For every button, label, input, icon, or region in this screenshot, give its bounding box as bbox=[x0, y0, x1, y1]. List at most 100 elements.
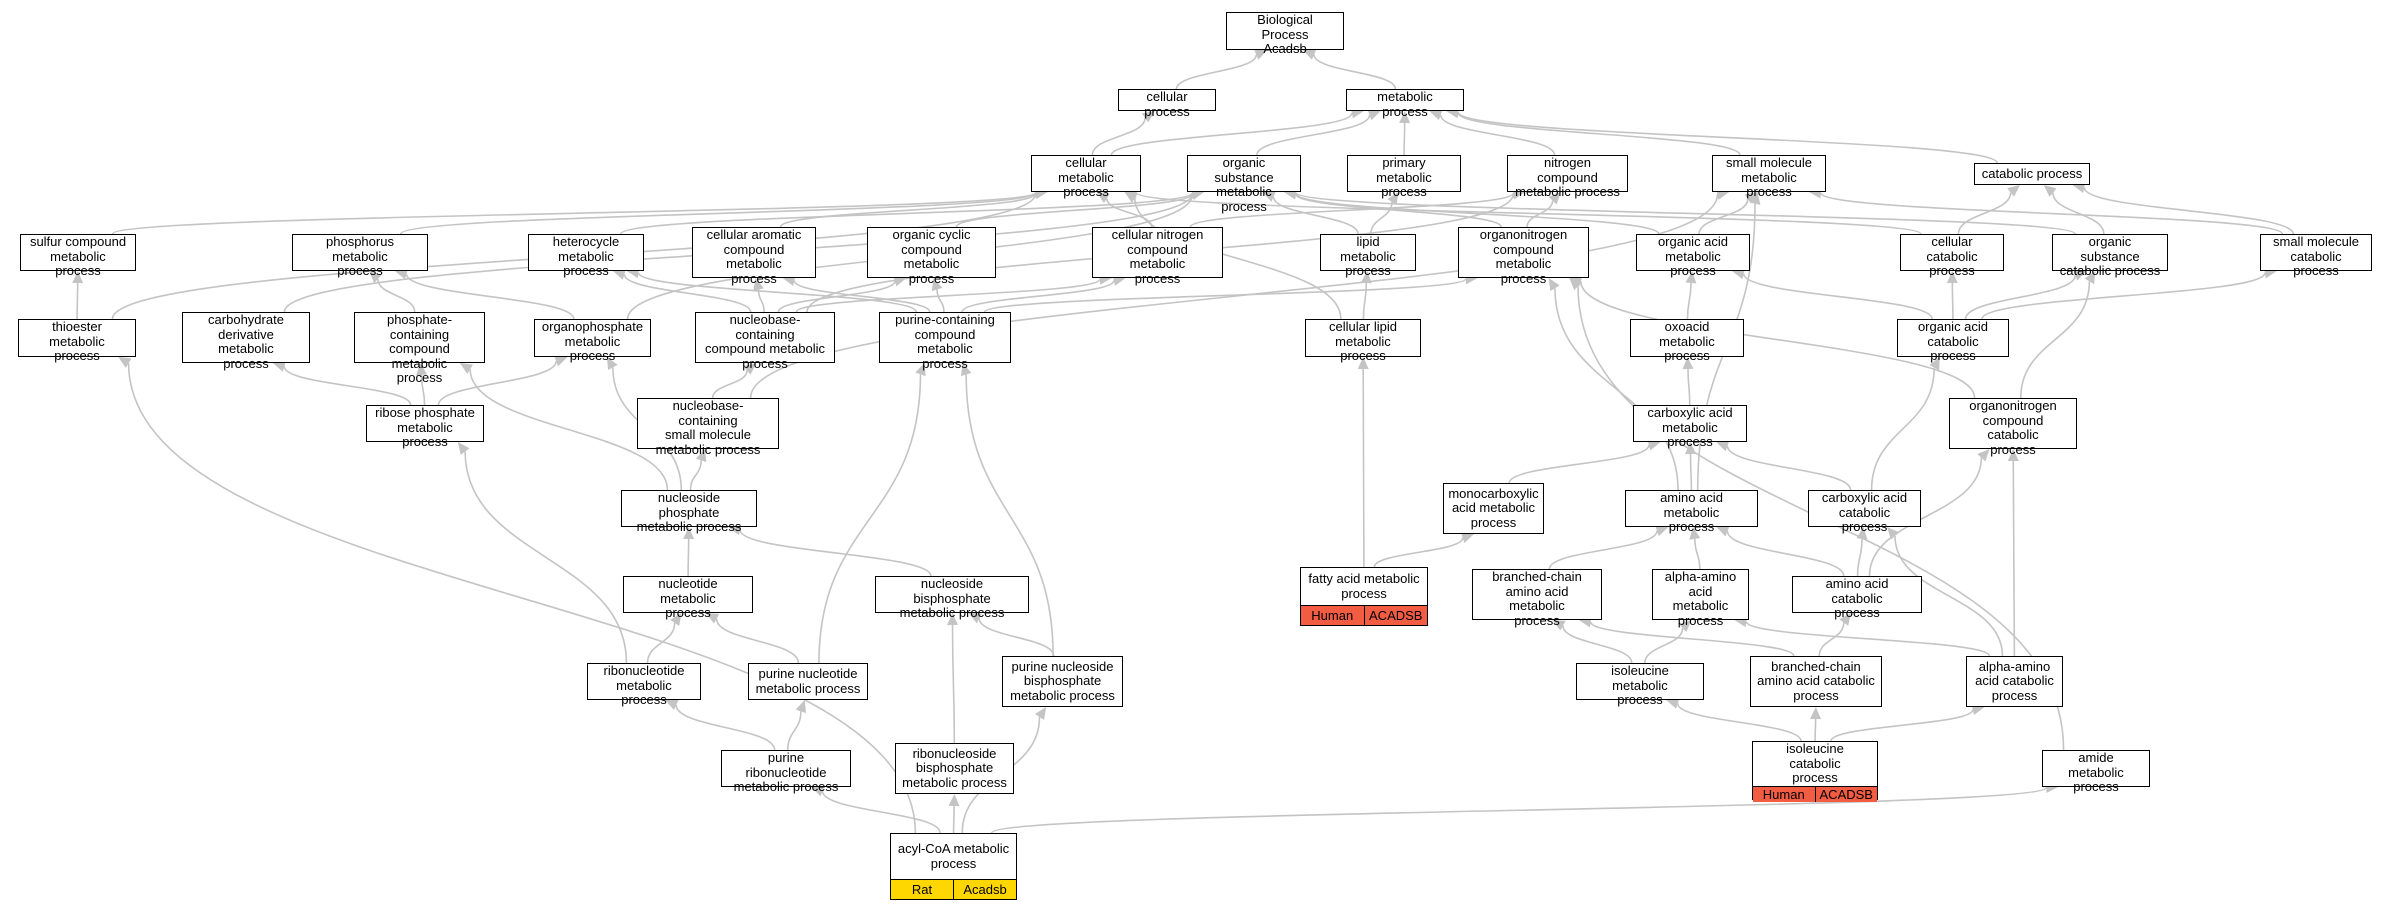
edge-lipid_metabolic-to-primary_metabolic bbox=[1370, 201, 1393, 235]
edge-phosphorus_metabolic-to-cellular_metabolic bbox=[400, 192, 1037, 235]
go-term-node-amino-acid-catabolic[interactable]: amino acid catabolic process bbox=[1792, 576, 1922, 620]
go-term-node-organic-substance-catabolic[interactable]: organic substance catabolic process bbox=[2052, 234, 2168, 278]
arrowhead bbox=[1096, 192, 1110, 204]
go-term-node-cellular-process[interactable]: cellular process bbox=[1118, 89, 1216, 118]
go-term-node-metabolic-process[interactable]: metabolic process bbox=[1346, 89, 1464, 118]
annotation-gene: ACADSB bbox=[1814, 786, 1877, 802]
go-term-node-organophosphate[interactable]: organophosphate metabolic process bbox=[534, 319, 651, 363]
go-term-node-alpha-amino-metabolic[interactable]: alpha-amino acid metabolic process bbox=[1652, 569, 1749, 627]
go-term-node-nucleoside-phosphate[interactable]: nucleoside phosphate metabolic process bbox=[621, 490, 757, 534]
arrowhead bbox=[1929, 357, 1940, 371]
edge-isoleucine_catabolic-to-isoleucine_metabolic bbox=[1676, 703, 1802, 742]
edge-nitrogen_compound_metabolic-to-metabolic_process bbox=[1439, 114, 1556, 156]
go-term-label: catabolic process bbox=[1981, 165, 2083, 181]
go-term-node-carboxylic-acid-catabolic[interactable]: carboxylic acid catabolic process bbox=[1808, 490, 1921, 534]
annotation-species: Human bbox=[1301, 606, 1364, 625]
arrowhead bbox=[1141, 111, 1155, 123]
arrowhead bbox=[1548, 192, 1561, 205]
go-term-node-phosphorus-metabolic[interactable]: phosphorus metabolic process bbox=[292, 234, 428, 278]
go-term-label: phosphate-containing compound metabolic … bbox=[386, 312, 453, 385]
go-term-label: organic acid catabolic process bbox=[1917, 319, 1989, 363]
go-term-node-root[interactable]: Biological Process Acadsb bbox=[1226, 12, 1344, 56]
go-term-node-organic-acid-catabolic[interactable]: organic acid catabolic process bbox=[1897, 319, 2009, 363]
go-term-node-small-molecule-catabolic[interactable]: small molecule catabolic process bbox=[2260, 234, 2372, 278]
go-term-label: amino acid metabolic process bbox=[1660, 490, 1723, 534]
arrowhead bbox=[743, 363, 757, 375]
go-term-node-nucleotide-metabolic[interactable]: nucleotide metabolic process bbox=[623, 576, 753, 620]
arrowhead bbox=[1548, 278, 1560, 292]
go-term-node-phosphate-containing[interactable]: phosphate-containing compound metabolic … bbox=[354, 312, 485, 385]
edge-catabolic_process-to-metabolic_process bbox=[1457, 111, 1998, 164]
edge-nucleoside_bisphosphate-to-nucleoside_phosphate bbox=[739, 529, 932, 577]
go-term-label: small molecule catabolic process bbox=[2273, 234, 2359, 278]
go-term-node-branched-chain-metabolic[interactable]: branched-chain amino acid metabolic proc… bbox=[1472, 569, 1602, 627]
arrowhead bbox=[606, 357, 618, 371]
edge-cellular_lipid-to-lipid_metabolic bbox=[1362, 282, 1368, 320]
go-term-node-purine-containing[interactable]: purine-containing compound metabolic pro… bbox=[879, 312, 1011, 370]
arrowhead bbox=[1685, 271, 1697, 284]
edge-amino_acid_catabolic-to-amino_acid_metabolic bbox=[1726, 531, 1845, 577]
go-term-node-alpha-amino-catabolic[interactable]: alpha-amino acid catabolic process bbox=[1966, 656, 2063, 707]
go-term-node-amide-metabolic[interactable]: amide metabolic process bbox=[2042, 750, 2150, 794]
go-term-node-cellular-nitrogen[interactable]: cellular nitrogen compound metabolic pro… bbox=[1092, 227, 1223, 285]
go-term-node-catabolic-process[interactable]: catabolic process bbox=[1974, 163, 2090, 185]
edge-alpha_amino_catabolic-to-carboxylic_acid_catabolic bbox=[1894, 535, 2004, 657]
go-term-label: nucleoside bisphosphate metabolic proces… bbox=[899, 576, 1005, 620]
arrowhead bbox=[1569, 278, 1582, 291]
go-term-node-heterocycle-metabolic[interactable]: heterocycle metabolic process bbox=[528, 234, 644, 278]
go-term-node-monocarboxylic-acid[interactable]: monocarboxylic acid metabolic process bbox=[1443, 483, 1544, 534]
edge-ribose_phosphate-to-organophosphate bbox=[437, 360, 557, 406]
go-term-node-carboxylic-acid-metabolic[interactable]: carboxylic acid metabolic process bbox=[1633, 405, 1747, 449]
go-term-node-cellular-metabolic[interactable]: cellular metabolic process bbox=[1031, 155, 1141, 199]
go-term-node-primary-metabolic[interactable]: primary metabolic process bbox=[1347, 155, 1461, 199]
go-term-node-sulfur-compound[interactable]: sulfur compound metabolic process bbox=[20, 234, 136, 278]
go-term-node-ribonucleoside-bisphosphate[interactable]: ribonucleoside bisphosphate metabolic pr… bbox=[895, 743, 1014, 794]
edge-nucleoside_phosphate-to-phosphate_containing bbox=[469, 369, 669, 491]
arrowhead bbox=[695, 449, 707, 463]
go-term-node-organonitrogen-catabolic[interactable]: organonitrogen compound catabolic proces… bbox=[1949, 398, 2077, 456]
arrowhead bbox=[1666, 698, 1680, 709]
go-term-label: sulfur compound metabolic process bbox=[29, 234, 127, 278]
go-term-node-cellular-lipid[interactable]: cellular lipid metabolic process bbox=[1305, 319, 1421, 363]
go-term-node-small-molecule-metabolic[interactable]: small molecule metabolic process bbox=[1712, 155, 1826, 199]
go-term-node-cellular-catabolic[interactable]: cellular catabolic process bbox=[1900, 234, 2004, 278]
go-term-node-thioester-metabolic[interactable]: thioester metabolic process bbox=[18, 319, 136, 363]
edge-organic_cyclic-to-organic_substance_metabolic bbox=[955, 192, 1194, 228]
arrowhead bbox=[2073, 270, 2087, 281]
go-term-node-organic-acid-metabolic[interactable]: organic acid metabolic process bbox=[1636, 234, 1750, 278]
go-term-node-cellular-aromatic[interactable]: cellular aromatic compound metabolic pro… bbox=[692, 227, 816, 285]
go-term-label: primary metabolic process bbox=[1376, 155, 1432, 199]
go-term-node-purine-ribonucleotide[interactable]: purine ribonucleotide metabolic process bbox=[721, 750, 851, 794]
arrowhead bbox=[1303, 49, 1317, 60]
go-term-node-purine-nucleoside-bisphosphate[interactable]: purine nucleoside bisphosphate metabolic… bbox=[1002, 656, 1123, 707]
go-term-node-branched-chain-catabolic[interactable]: branched-chain amino acid catabolic proc… bbox=[1750, 656, 1882, 707]
go-term-node-nucleobase-containing[interactable]: nucleobase-containing compound metabolic… bbox=[695, 312, 835, 370]
go-term-node-nucleoside-bisphosphate[interactable]: nucleoside bisphosphate metabolic proces… bbox=[875, 576, 1029, 620]
go-term-node-ribonucleotide-metabolic[interactable]: ribonucleotide metabolic process bbox=[587, 663, 701, 707]
arrowhead bbox=[1254, 49, 1268, 60]
edge-purine_ribonucleotide-to-ribonucleotide_metabolic bbox=[675, 704, 776, 751]
go-term-node-organonitrogen-metabolic[interactable]: organonitrogen compound metabolic proces… bbox=[1458, 227, 1589, 285]
edge-nucleobase_containing-to-heterocycle_metabolic bbox=[623, 274, 752, 313]
go-term-node-nitrogen-compound-metabolic[interactable]: nitrogen compound metabolic process bbox=[1507, 155, 1628, 199]
go-term-label: fatty acid metabolic process bbox=[1308, 571, 1420, 601]
go-term-node-nucleobase-small-molecule[interactable]: nucleobase-containing small molecule met… bbox=[637, 398, 779, 456]
edge-fatty_acid_metabolic-to-monocarboxylic_acid bbox=[1373, 537, 1464, 568]
edge-purine_ribonucleotide-to-purine_nucleotide bbox=[786, 711, 802, 751]
arrowhead bbox=[1655, 525, 1669, 537]
go-term-node-lipid-metabolic[interactable]: lipid metabolic process bbox=[1320, 234, 1416, 278]
go-term-node-organic-substance-metabolic[interactable]: organic substance metabolic process bbox=[1187, 155, 1301, 213]
go-term-node-purine-nucleotide[interactable]: purine nucleotide metabolic process bbox=[748, 663, 868, 700]
go-term-node-organic-cyclic[interactable]: organic cyclic compound metabolic proces… bbox=[867, 227, 996, 285]
go-term-label: organic acid metabolic process bbox=[1657, 234, 1729, 278]
go-term-node-oxoacid-metabolic[interactable]: oxoacid metabolic process bbox=[1630, 319, 1744, 363]
go-term-node-ribose-phosphate[interactable]: ribose phosphate metabolic process bbox=[366, 405, 484, 449]
edge-cellular_lipid-to-cellular_metabolic bbox=[1134, 198, 1342, 320]
go-term-node-carbohydrate-derivative[interactable]: carbohydrate derivative metabolic proces… bbox=[182, 312, 310, 370]
go-term-node-amino-acid-metabolic[interactable]: amino acid metabolic process bbox=[1625, 490, 1758, 534]
go-term-node-isoleucine-metabolic[interactable]: isoleucine metabolic process bbox=[1576, 663, 1704, 707]
